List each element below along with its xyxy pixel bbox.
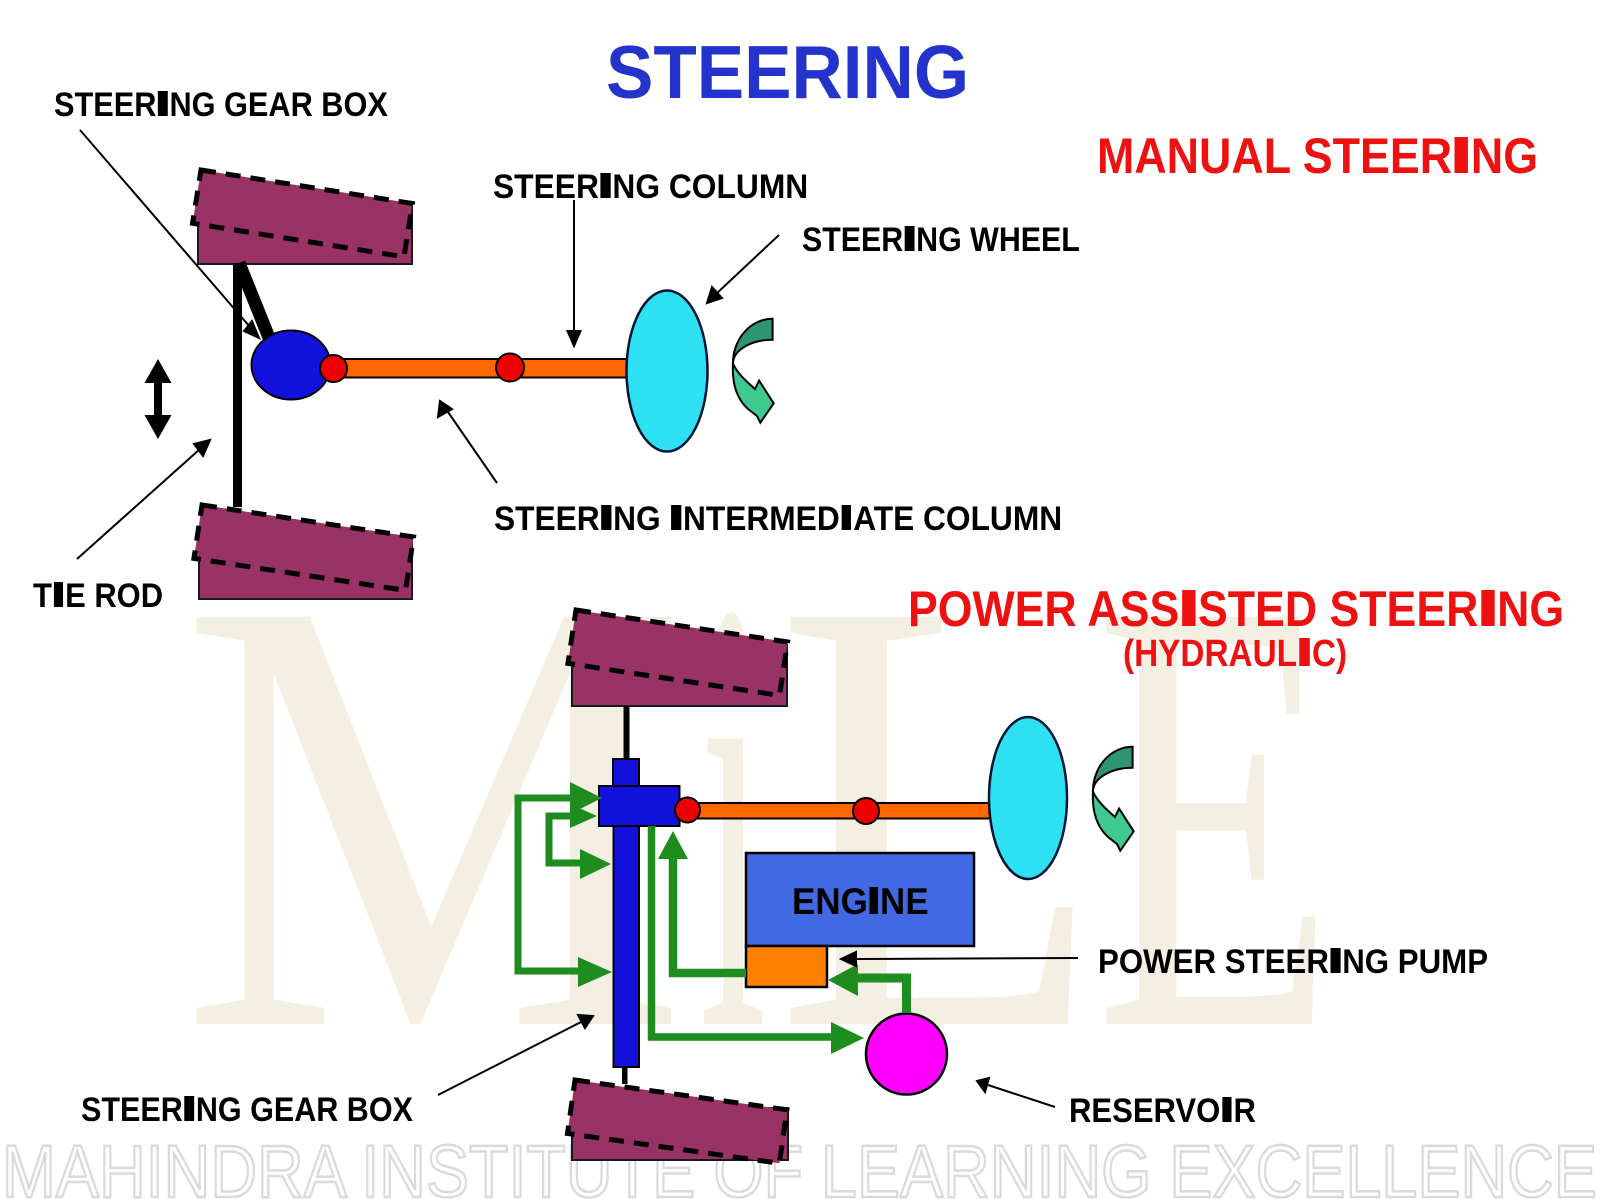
svg-text:MAHINDRA INSTITUTE OF LEARNING: MAHINDRA INSTITUTE OF LEARNING EXCELLENC… bbox=[2, 1130, 1597, 1199]
svg-text:E: E bbox=[1095, 470, 1335, 1159]
